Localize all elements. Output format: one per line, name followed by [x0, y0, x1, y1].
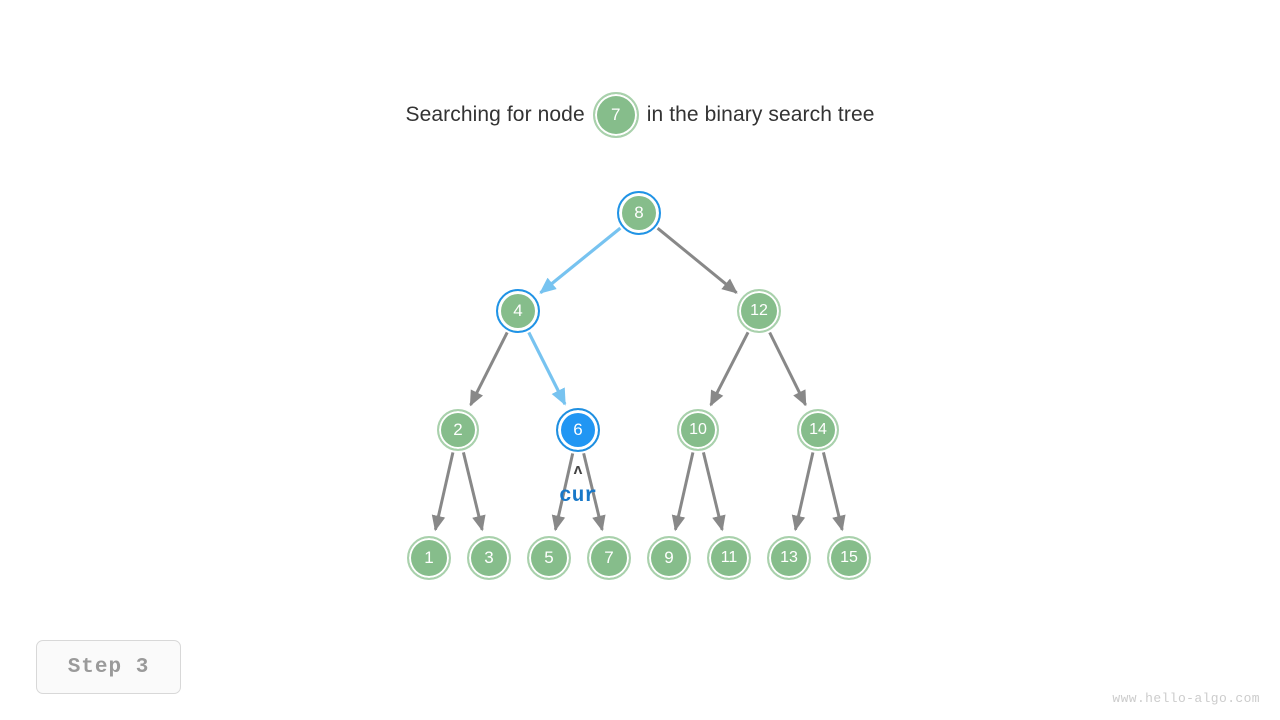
title-prefix: Searching for node [405, 103, 585, 126]
tree-node-3[interactable]: 3 [467, 536, 511, 580]
tree-edge [791, 452, 815, 532]
title-target-node: 7 [592, 92, 639, 138]
tree-node-1[interactable]: 1 [407, 536, 451, 580]
tree-node-15[interactable]: 15 [827, 536, 871, 580]
tree-edge [431, 452, 455, 532]
title-suffix: in the binary search tree [646, 103, 875, 126]
tree-node-2[interactable]: 2 [437, 409, 479, 451]
caret-icon: ʌ [573, 462, 583, 479]
step-badge: Step 3 [36, 640, 181, 694]
tree-node-4[interactable]: 4 [496, 289, 540, 333]
tree-edge [709, 331, 750, 407]
tree-edge [701, 452, 726, 532]
tree-node-10[interactable]: 10 [677, 409, 719, 451]
tree-edge [461, 452, 486, 532]
tree-node-12[interactable]: 12 [737, 289, 781, 333]
tree-node-5[interactable]: 5 [527, 536, 571, 580]
watermark: www.hello-algo.com [1112, 691, 1260, 706]
tree-node-6[interactable]: 6 [556, 408, 600, 452]
tree-edge [551, 453, 575, 532]
tree-node-8[interactable]: 8 [617, 191, 661, 235]
tree-edge [768, 331, 807, 407]
tree-edge [656, 227, 738, 294]
tree-node-13[interactable]: 13 [767, 536, 811, 580]
tree-edge [539, 226, 622, 294]
tree-edge [671, 452, 695, 532]
tree-edge [821, 452, 846, 532]
tree-node-14[interactable]: 14 [797, 409, 839, 451]
page-title: Searching for node 7 in the binary searc… [0, 92, 1280, 138]
cur-pointer-label: cur [559, 485, 597, 508]
cur-pointer: ʌ cur [538, 463, 618, 507]
tree-edge [582, 452, 606, 532]
tree-edge [527, 331, 567, 406]
tree-node-7[interactable]: 7 [587, 536, 631, 580]
tree-edge [469, 331, 509, 407]
tree-node-11[interactable]: 11 [707, 536, 751, 580]
tree-node-9[interactable]: 9 [647, 536, 691, 580]
